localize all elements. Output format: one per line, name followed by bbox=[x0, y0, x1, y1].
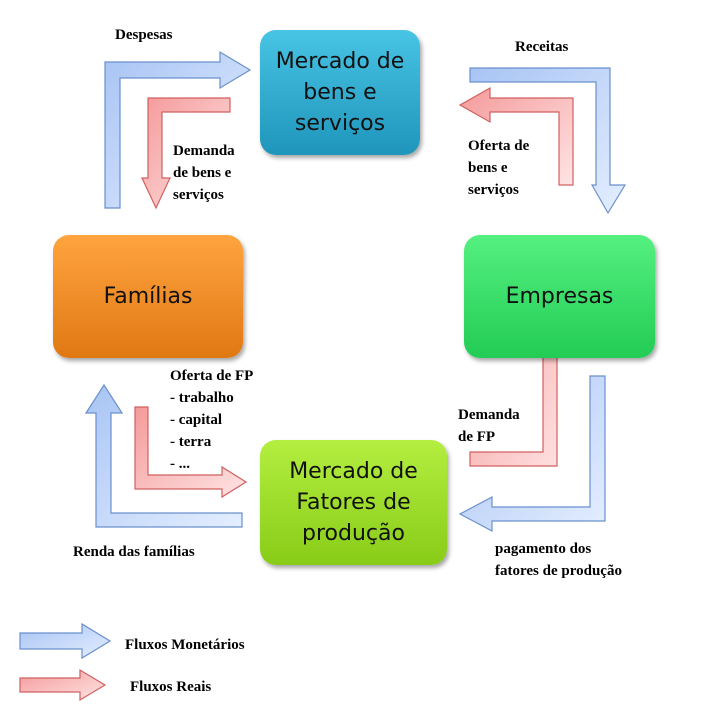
demanda-bens-arrow bbox=[141, 97, 231, 210]
label-pagamento: pagamento dos fatores de produção bbox=[495, 541, 622, 579]
label-demanda-bens: Demanda de bens e serviços bbox=[173, 143, 235, 203]
oferta-fp-arrow bbox=[134, 406, 248, 499]
renda-arrow bbox=[84, 383, 243, 528]
legend-reais: Fluxos Reais bbox=[130, 679, 212, 695]
node-empresas: Empresas bbox=[464, 235, 655, 358]
label-oferta-fp: Oferta de FP - trabalho - capital - terr… bbox=[170, 368, 254, 472]
node-mercado-fatores: Mercado de Fatores de produção bbox=[260, 440, 447, 565]
label-receitas: Receitas bbox=[515, 39, 569, 55]
despesas-arrow bbox=[104, 50, 252, 209]
legend-monetarios: Fluxos Monetários bbox=[125, 637, 245, 653]
pagamento-arrow bbox=[458, 375, 606, 532]
label-oferta-bens: Oferta de bens e serviços bbox=[468, 138, 530, 198]
node-mercado-bens: Mercado de bens e serviços bbox=[260, 30, 420, 155]
node-familias: Famílias bbox=[53, 235, 243, 358]
receitas-arrow bbox=[469, 67, 627, 215]
oferta-bens-arrow bbox=[458, 86, 574, 186]
label-renda: Renda das famílias bbox=[73, 544, 195, 560]
legend-blue-arrow-icon bbox=[19, 622, 112, 660]
label-demanda-fp: Demanda de FP bbox=[458, 407, 520, 445]
legend-red-arrow-icon bbox=[19, 668, 107, 702]
label-despesas: Despesas bbox=[115, 27, 173, 43]
